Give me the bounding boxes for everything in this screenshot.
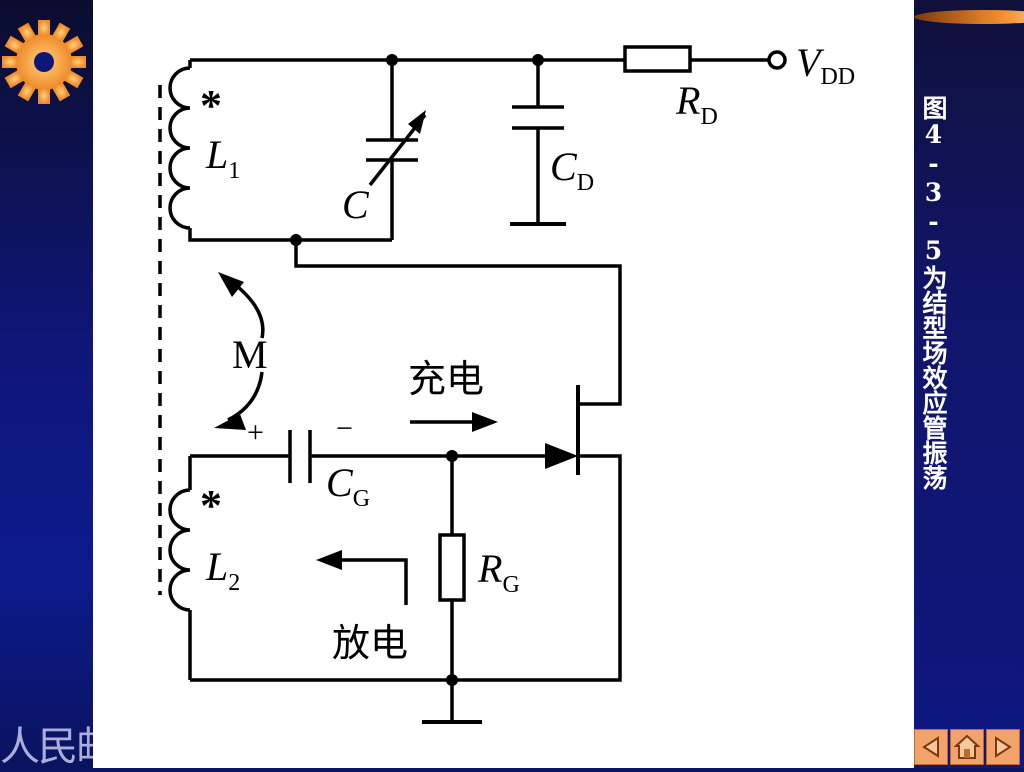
dot-mark-l2: *: [200, 481, 222, 530]
cd-label: CD: [550, 144, 594, 196]
resistor-rg: [438, 533, 466, 602]
arrow-left-icon: [922, 736, 939, 758]
resistor-rd: [623, 45, 692, 73]
rd-label: RD: [675, 78, 718, 130]
right-side-panel: 图4-3-5为结型场效应管振荡: [914, 0, 1024, 768]
publisher-watermark: 人民邮: [0, 724, 93, 768]
mutual-label: M: [232, 332, 268, 377]
prev-slide-button[interactable]: [914, 729, 948, 765]
left-decor-panel: 人民邮: [0, 0, 93, 768]
minus-sign: −: [336, 412, 353, 445]
orange-streak-decor: [914, 10, 1024, 24]
arrowheads: [214, 110, 578, 570]
next-slide-button[interactable]: [986, 729, 1020, 765]
discharge-label: 放电: [332, 621, 408, 665]
gear-icon: [2, 20, 86, 104]
home-button[interactable]: [950, 729, 984, 765]
slide-nav: [914, 729, 1024, 768]
plus-sign: +: [247, 416, 264, 449]
cg-label: CG: [326, 460, 370, 512]
vdd-terminal: [767, 50, 787, 70]
diagram-canvas: VDD RD CD C L1 L2 CG RG M * * + − 充电 放电: [93, 0, 914, 768]
circuit-diagram: VDD RD CD C L1 L2 CG RG M * * + − 充电 放电: [158, 40, 855, 724]
figure-caption-vertical: 图4-3-5为结型场效应管振荡: [919, 95, 948, 490]
vdd-label: VDD: [796, 40, 855, 90]
home-icon: [953, 734, 981, 759]
junction-dots: [290, 54, 544, 686]
arrow-right-icon: [995, 736, 1012, 758]
charge-label: 充电: [408, 357, 484, 401]
l1-label: L1: [205, 132, 240, 184]
c-label: C: [342, 182, 370, 227]
dot-mark-l1: *: [200, 81, 222, 130]
l2-label: L2: [205, 544, 240, 596]
rg-label: RG: [477, 546, 520, 598]
